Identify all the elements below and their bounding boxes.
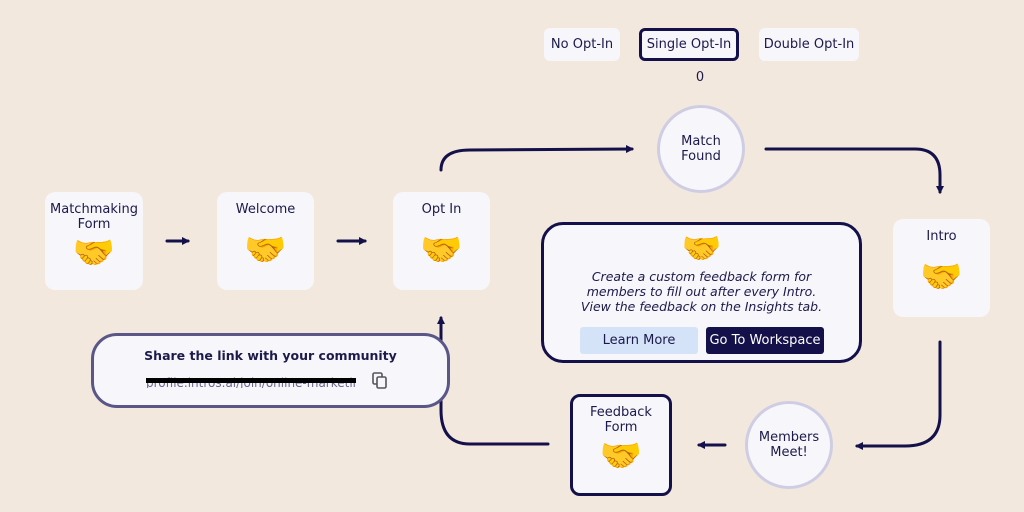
link-redaction-bar [146,378,356,383]
step-feedback-form[interactable]: Feedback Form 🤝 [570,394,672,496]
toggle-double-optin[interactable]: Double Opt-In [759,28,859,61]
arrow-feedback-optin [437,316,550,446]
copy-icon[interactable] [372,372,388,394]
handshake-icon: 🤝 [681,229,722,267]
arrow-optin-match [439,145,634,172]
share-link[interactable]: profile.intros.ai/join/online-marketing [146,372,356,388]
step-label: Welcome [235,202,296,217]
toggle-no-optin[interactable]: No Opt-In [544,28,620,61]
step-label: Members Meet! [758,430,820,460]
share-link-box: Share the link with your community profi… [91,333,450,408]
toggle-single-optin[interactable]: Single Opt-In [639,28,739,61]
arrow-match-intro [764,147,944,194]
handshake-icon: 🤝 [420,230,463,270]
go-to-workspace-button[interactable]: Go To Workspace [706,327,824,354]
arrow-intro-members [855,340,942,450]
step-label: Intro [926,229,957,244]
step-intro[interactable]: Intro 🤝 [893,219,990,317]
handshake-icon: 🤝 [920,257,963,297]
handshake-icon: 🤝 [72,233,116,273]
step-match-found[interactable]: Match Found [657,105,745,193]
feedback-description: Create a custom feedback form for member… [580,269,823,314]
step-label: Feedback Form [590,405,652,435]
step-members-meet[interactable]: Members Meet! [745,401,833,489]
step-label: Matchmaking Form [50,202,138,232]
handshake-icon: 🤝 [244,230,287,270]
share-title: Share the link with your community [144,348,397,363]
handshake-icon: 🤝 [599,436,643,476]
step-opt-in[interactable]: Opt In 🤝 [393,192,490,290]
step-welcome[interactable]: Welcome 🤝 [217,192,314,290]
feedback-info-panel: 🤝 Create a custom feedback form for memb… [541,222,862,363]
optin-count: 0 [695,70,705,85]
learn-more-button[interactable]: Learn More [580,327,698,354]
step-label: Match Found [681,134,721,164]
step-label: Opt In [421,202,462,217]
step-matchmaking-form[interactable]: Matchmaking Form 🤝 [45,192,143,290]
